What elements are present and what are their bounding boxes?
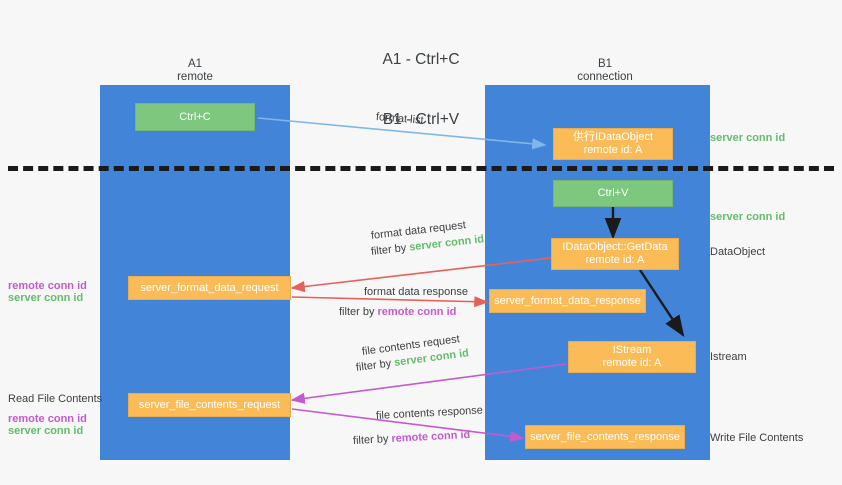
box-getdata-line-1: IDataObject::GetData: [562, 241, 668, 253]
left-label-read-file-contents: Read File Contents: [8, 393, 103, 405]
right-label-server-conn-id-2: server conn id: [710, 211, 786, 223]
column-b1-name: B1: [597, 58, 613, 70]
box-server-file-contents-response-label: server_file_contents_response: [530, 430, 680, 443]
edge-label-format-data-response-filter: filter by remote conn id: [339, 305, 456, 319]
box-server-format-data-request[interactable]: server_format_data_request: [128, 276, 291, 300]
left-label-server-conn-id-2: server conn id: [8, 425, 84, 437]
box-istream-line-1: IStream: [612, 344, 652, 356]
box-ctrl-c-label: Ctrl+C: [179, 110, 211, 123]
box-server-file-contents-request-label: server_file_contents_request: [138, 398, 281, 411]
right-label-write-file-contents: Write File Contents: [710, 432, 804, 444]
box-ctrl-c[interactable]: Ctrl+C: [135, 103, 255, 131]
box-idataobject-getdata[interactable]: IDataObject::GetData remote id: A: [551, 238, 679, 270]
filter-prefix: filter by: [352, 432, 392, 447]
column-header-b1: B1 connection: [540, 58, 670, 84]
phase-divider: [8, 166, 834, 171]
left-label-remote-conn-id-2: remote conn id: [8, 413, 87, 425]
filter-prefix: filter by: [339, 306, 378, 318]
left-label-remote-conn-id-1: remote conn id: [8, 280, 87, 292]
box-getdata-line-2: remote id: A: [585, 254, 645, 266]
edge-label-format-data-response: format data response: [364, 286, 468, 298]
box-istream-line-2: remote id: A: [602, 357, 662, 369]
box-ctrl-v[interactable]: Ctrl+V: [553, 180, 673, 207]
right-label-dataobject: DataObject: [710, 246, 766, 258]
box-idataobject-line-2: remote id: A: [583, 144, 643, 156]
column-header-a1: A1 remote: [130, 58, 260, 84]
left-label-server-conn-id-1: server conn id: [8, 292, 84, 304]
filter-key-remote-conn-id: remote conn id: [391, 428, 471, 445]
filter-prefix: filter by: [370, 241, 410, 258]
box-server-format-data-response[interactable]: server_format_data_response: [489, 289, 646, 313]
box-istream[interactable]: IStream remote id: A: [568, 341, 696, 373]
box-server-file-contents-response[interactable]: server_file_contents_response: [525, 425, 685, 449]
box-idataobject[interactable]: 供行IDataObject remote id: A: [553, 128, 673, 160]
right-label-istream: Istream: [710, 351, 747, 363]
box-idataobject-line-1: 供行IDataObject: [572, 131, 654, 143]
column-a1-sub: remote: [177, 71, 213, 83]
column-b1-sub: connection: [577, 71, 633, 83]
box-server-format-data-request-label: server_format_data_request: [140, 281, 279, 294]
title-line-1: A1 - Ctrl+C: [382, 51, 460, 68]
box-server-format-data-response-label: server_format_data_response: [494, 294, 641, 307]
box-ctrl-v-label: Ctrl+V: [597, 187, 629, 199]
right-label-server-conn-id-1: server conn id: [710, 132, 786, 144]
filter-key-remote-conn-id: remote conn id: [377, 306, 457, 318]
box-server-file-contents-request[interactable]: server_file_contents_request: [128, 393, 291, 417]
edge-label-file-contents-response-filter: filter by remote conn id: [353, 428, 471, 448]
edge-label-file-contents-response: file contents response: [375, 404, 484, 422]
filter-prefix: filter by: [355, 357, 395, 374]
column-a1-name: A1: [187, 58, 203, 70]
